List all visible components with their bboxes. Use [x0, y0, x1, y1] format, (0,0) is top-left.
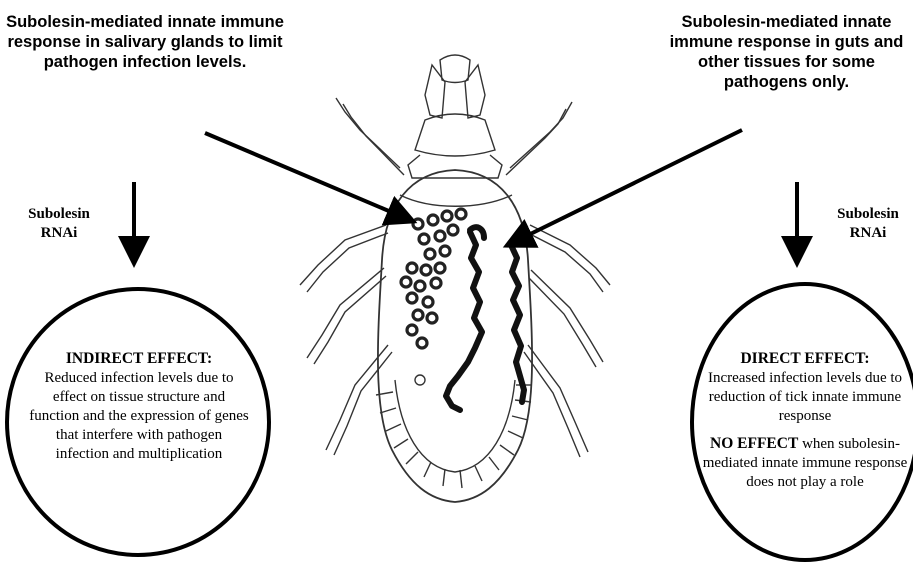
indirect-effect-text: INDIRECT EFFECT: Reduced infection level… — [28, 349, 250, 464]
indirect-effect-title: INDIRECT EFFECT: — [66, 350, 212, 367]
tick-legs-left — [300, 98, 404, 455]
direct-effect-text: DIRECT EFFECT: Increased infection level… — [700, 349, 910, 492]
tick-scutum — [400, 195, 512, 206]
direct-effect-body: Increased infection levels due to reduct… — [708, 370, 902, 424]
gut — [446, 227, 524, 410]
no-effect-title: NO EFFECT — [710, 435, 798, 452]
tick-illustration — [300, 55, 610, 502]
arrow-to-gut — [510, 130, 742, 244]
right-heading: Subolesin-mediated innate immune respons… — [660, 12, 913, 92]
left-heading: Subolesin-mediated innate immune respons… — [0, 12, 290, 72]
tick-capitulum — [408, 55, 502, 178]
tick-inner-rim — [395, 380, 515, 472]
direct-effect-title: DIRECT EFFECT: — [740, 350, 869, 367]
left-rnai-label: Subolesin RNAi — [14, 205, 104, 243]
indirect-effect-body: Reduced infection levels due to effect o… — [29, 370, 249, 462]
right-rnai-label: Subolesin RNAi — [823, 205, 913, 243]
salivary-glands — [401, 209, 466, 348]
arrow-to-salivary-glands — [205, 133, 410, 220]
